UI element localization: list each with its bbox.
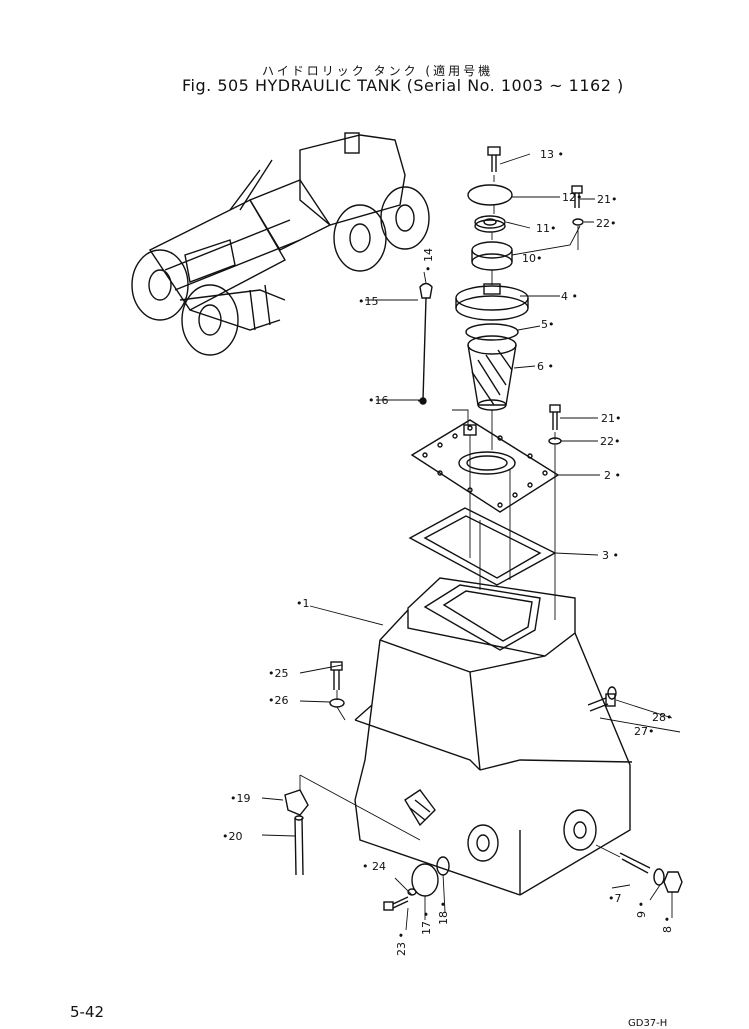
part-15-dipstick [419,282,433,405]
part-3-gasket [408,507,557,586]
callout-10: 10• [522,252,543,265]
callout-4: 4 • [561,290,578,303]
part-25-bolt [330,661,343,690]
callout-6: 6 • [537,360,554,373]
callout-1: •1 [296,597,310,610]
part-22-washer-upper [572,218,584,226]
part-7-stud [619,852,651,874]
part-21-bolt-upper [571,185,583,208]
part-8-nut [663,871,683,893]
callout-11: 11• [536,222,557,235]
title-japanese: ハイドロリック タンク (適用号機 [262,64,494,78]
callout-8: 8 • [661,916,674,933]
part-21-bolt-lower [549,404,561,430]
leader-lines [261,153,681,931]
part-1-tank-body [354,577,633,896]
figure-title: Fig. 505 HYDRAULIC TANK (Serial No. 1003… [182,76,624,95]
callout-labels: •1 2 • 3 • 4 • 5• 6 • •7 8 • 9 • 10• 11•… [222,148,674,956]
callout-25: •25 [268,667,289,680]
callout-17: 17 • [420,911,433,935]
callout-21-upper: 21• [597,193,618,206]
callout-5: 5• [541,318,555,331]
callout-26: •26 [268,694,289,707]
callout-12: 12• [562,191,583,204]
callout-20: •20 [222,830,243,843]
part-23-bolt [383,896,409,911]
callout-13: 13 • [540,148,564,161]
callout-7: •7 [608,892,622,905]
part-26-washer [329,698,345,708]
part-6-strainer [467,335,517,411]
callout-3: 3 • [602,549,619,562]
callout-14: • 14 [422,248,435,272]
part-4-filter-cover [455,283,529,321]
callout-23: 23 • [395,932,408,956]
part-20-pipe [294,815,304,876]
callout-28: 28• [652,711,673,724]
part-28-washer [607,686,617,700]
part-5-seal [465,323,519,341]
callout-24: • 24 [362,860,386,873]
callout-22-upper: 22• [596,217,617,230]
callout-22-lower: 22• [600,435,621,448]
callout-27: 27• [634,725,655,738]
motor-grader-illustration [131,132,430,356]
part-19-elbow [284,789,309,816]
document-code: GD37-H [628,1018,668,1029]
page-number: 5-42 [70,1003,105,1021]
callout-19: •19 [230,792,251,805]
part-13-bolt [487,146,501,172]
callout-21-lower: 21• [601,412,622,425]
callout-15: •15 [358,295,379,308]
part-11-ring [474,215,506,233]
part-10-filter-element-holder [471,241,513,271]
part-2-cover-plate [410,419,560,513]
part-9-washer [653,868,665,886]
callout-16: •16 [368,394,389,407]
callout-18: 18 • [437,901,450,925]
callout-2: 2 • [604,469,621,482]
callout-9: 9 • [635,901,648,918]
part-27-bolt [587,693,616,712]
part-18-o-ring [436,856,450,876]
part-12-cap [467,184,513,206]
